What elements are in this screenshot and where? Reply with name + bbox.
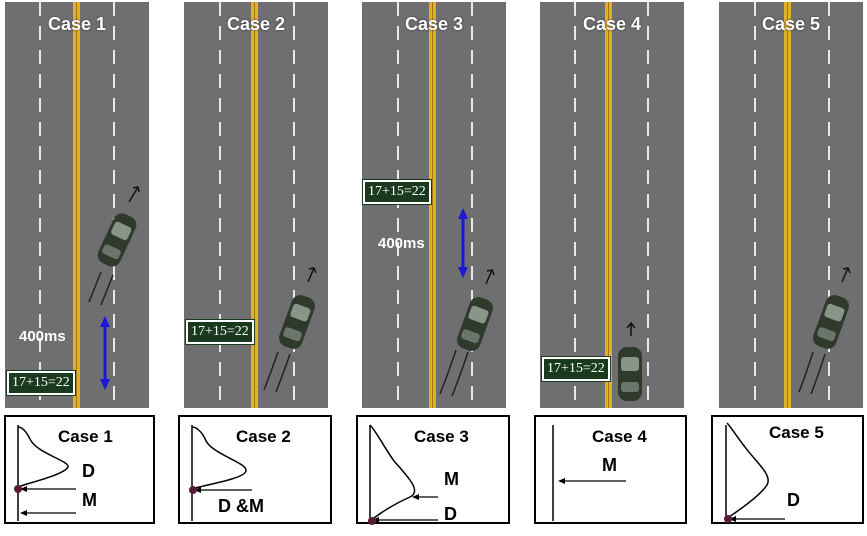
label-d: D <box>82 461 95 481</box>
case-title: Case 5 <box>761 14 821 34</box>
panel-title: Case 4 <box>592 427 647 446</box>
car <box>279 295 315 349</box>
case-title: Case 3 <box>404 14 464 34</box>
onset-marker <box>368 517 376 525</box>
panel-title: Case 5 <box>769 423 824 442</box>
case-title: Case 1 <box>47 14 107 34</box>
road-surface <box>719 2 863 408</box>
onset-marker <box>724 515 732 523</box>
road-surface <box>362 2 506 408</box>
road-surface <box>540 2 684 408</box>
timing-panel-case-1: Case 1 D M <box>4 415 155 524</box>
road-case-2: Case 2 17+15=22 <box>184 2 328 408</box>
label-m: M <box>82 490 97 510</box>
case-title: Case 2 <box>226 14 286 34</box>
timing-plot <box>14 425 76 521</box>
timing-panel-case-5: Case 5 D <box>711 415 864 524</box>
car <box>813 295 849 349</box>
interval-label: 400ms <box>19 328 66 345</box>
equation-sign: 17+15=22 <box>6 370 76 396</box>
onset-marker <box>189 486 197 494</box>
label-m: M <box>602 455 617 475</box>
car <box>618 347 642 401</box>
timing-panel-case-4: Case 4 M <box>534 415 687 524</box>
onset-marker <box>14 485 22 493</box>
label-m: M <box>444 469 459 489</box>
road-surface <box>184 2 328 408</box>
label-d: D <box>787 490 800 510</box>
timing-plot <box>189 425 252 521</box>
panel-title: Case 1 <box>58 427 113 446</box>
timing-plot <box>552 425 626 521</box>
panel-title: Case 3 <box>414 427 469 446</box>
label-d: D <box>444 504 457 524</box>
panel-title: Case 2 <box>236 427 291 446</box>
road-case-5: Case 5 <box>719 2 863 408</box>
equation-sign: 17+15=22 <box>541 356 611 382</box>
road-surface <box>5 2 149 408</box>
interval-label: 400ms <box>378 235 425 252</box>
timing-panel-case-3: Case 3 M D <box>356 415 510 525</box>
car <box>97 213 137 267</box>
car <box>457 297 493 351</box>
case-title: Case 4 <box>582 14 642 34</box>
timing-plot <box>724 422 785 523</box>
road-case-4: Case 4 17+15=22 <box>540 2 684 408</box>
label-d-and-m: D &M <box>218 496 264 516</box>
equation-sign: 17+15=22 <box>362 179 432 205</box>
equation-sign: 17+15=22 <box>185 319 255 345</box>
road-case-1: Case 1 400ms 17+15=22 <box>5 2 149 408</box>
road-case-3: Case 3 17+15=22 400ms <box>362 2 506 408</box>
timing-plot <box>368 424 438 525</box>
timing-panel-case-2: Case 2 D &M <box>178 415 332 524</box>
